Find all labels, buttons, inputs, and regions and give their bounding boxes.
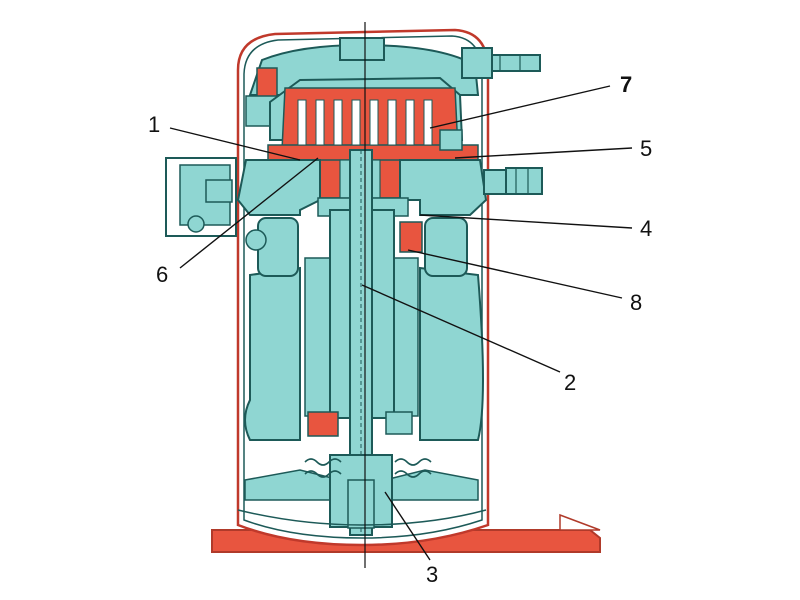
leader-8 [407, 249, 623, 299]
terminal-box [165, 157, 237, 237]
label-5: 5 [640, 136, 652, 161]
label-8: 8 [630, 290, 642, 315]
orbiting-scroll [267, 87, 479, 162]
leader-3 [384, 491, 431, 561]
label-4: 4 [640, 216, 652, 241]
crankshaft [349, 149, 373, 536]
leader-7 [429, 85, 611, 129]
label-6: 6 [156, 262, 168, 287]
leader-lines [169, 85, 633, 561]
label-3: 3 [426, 562, 438, 587]
main-bearing-housing [236, 159, 488, 217]
label-2: 2 [564, 370, 576, 395]
leader-6 [179, 157, 319, 269]
suction-fitting [483, 167, 543, 195]
discharge-fitting [461, 47, 541, 79]
bottom-cap [237, 509, 487, 526]
leader-2 [361, 284, 561, 373]
leader-5 [454, 147, 633, 159]
leader-1 [169, 127, 301, 161]
leader-4 [419, 214, 633, 229]
lower-bearing [244, 454, 479, 529]
label-1: 1 [148, 112, 160, 137]
label-7: 7 [620, 72, 632, 97]
